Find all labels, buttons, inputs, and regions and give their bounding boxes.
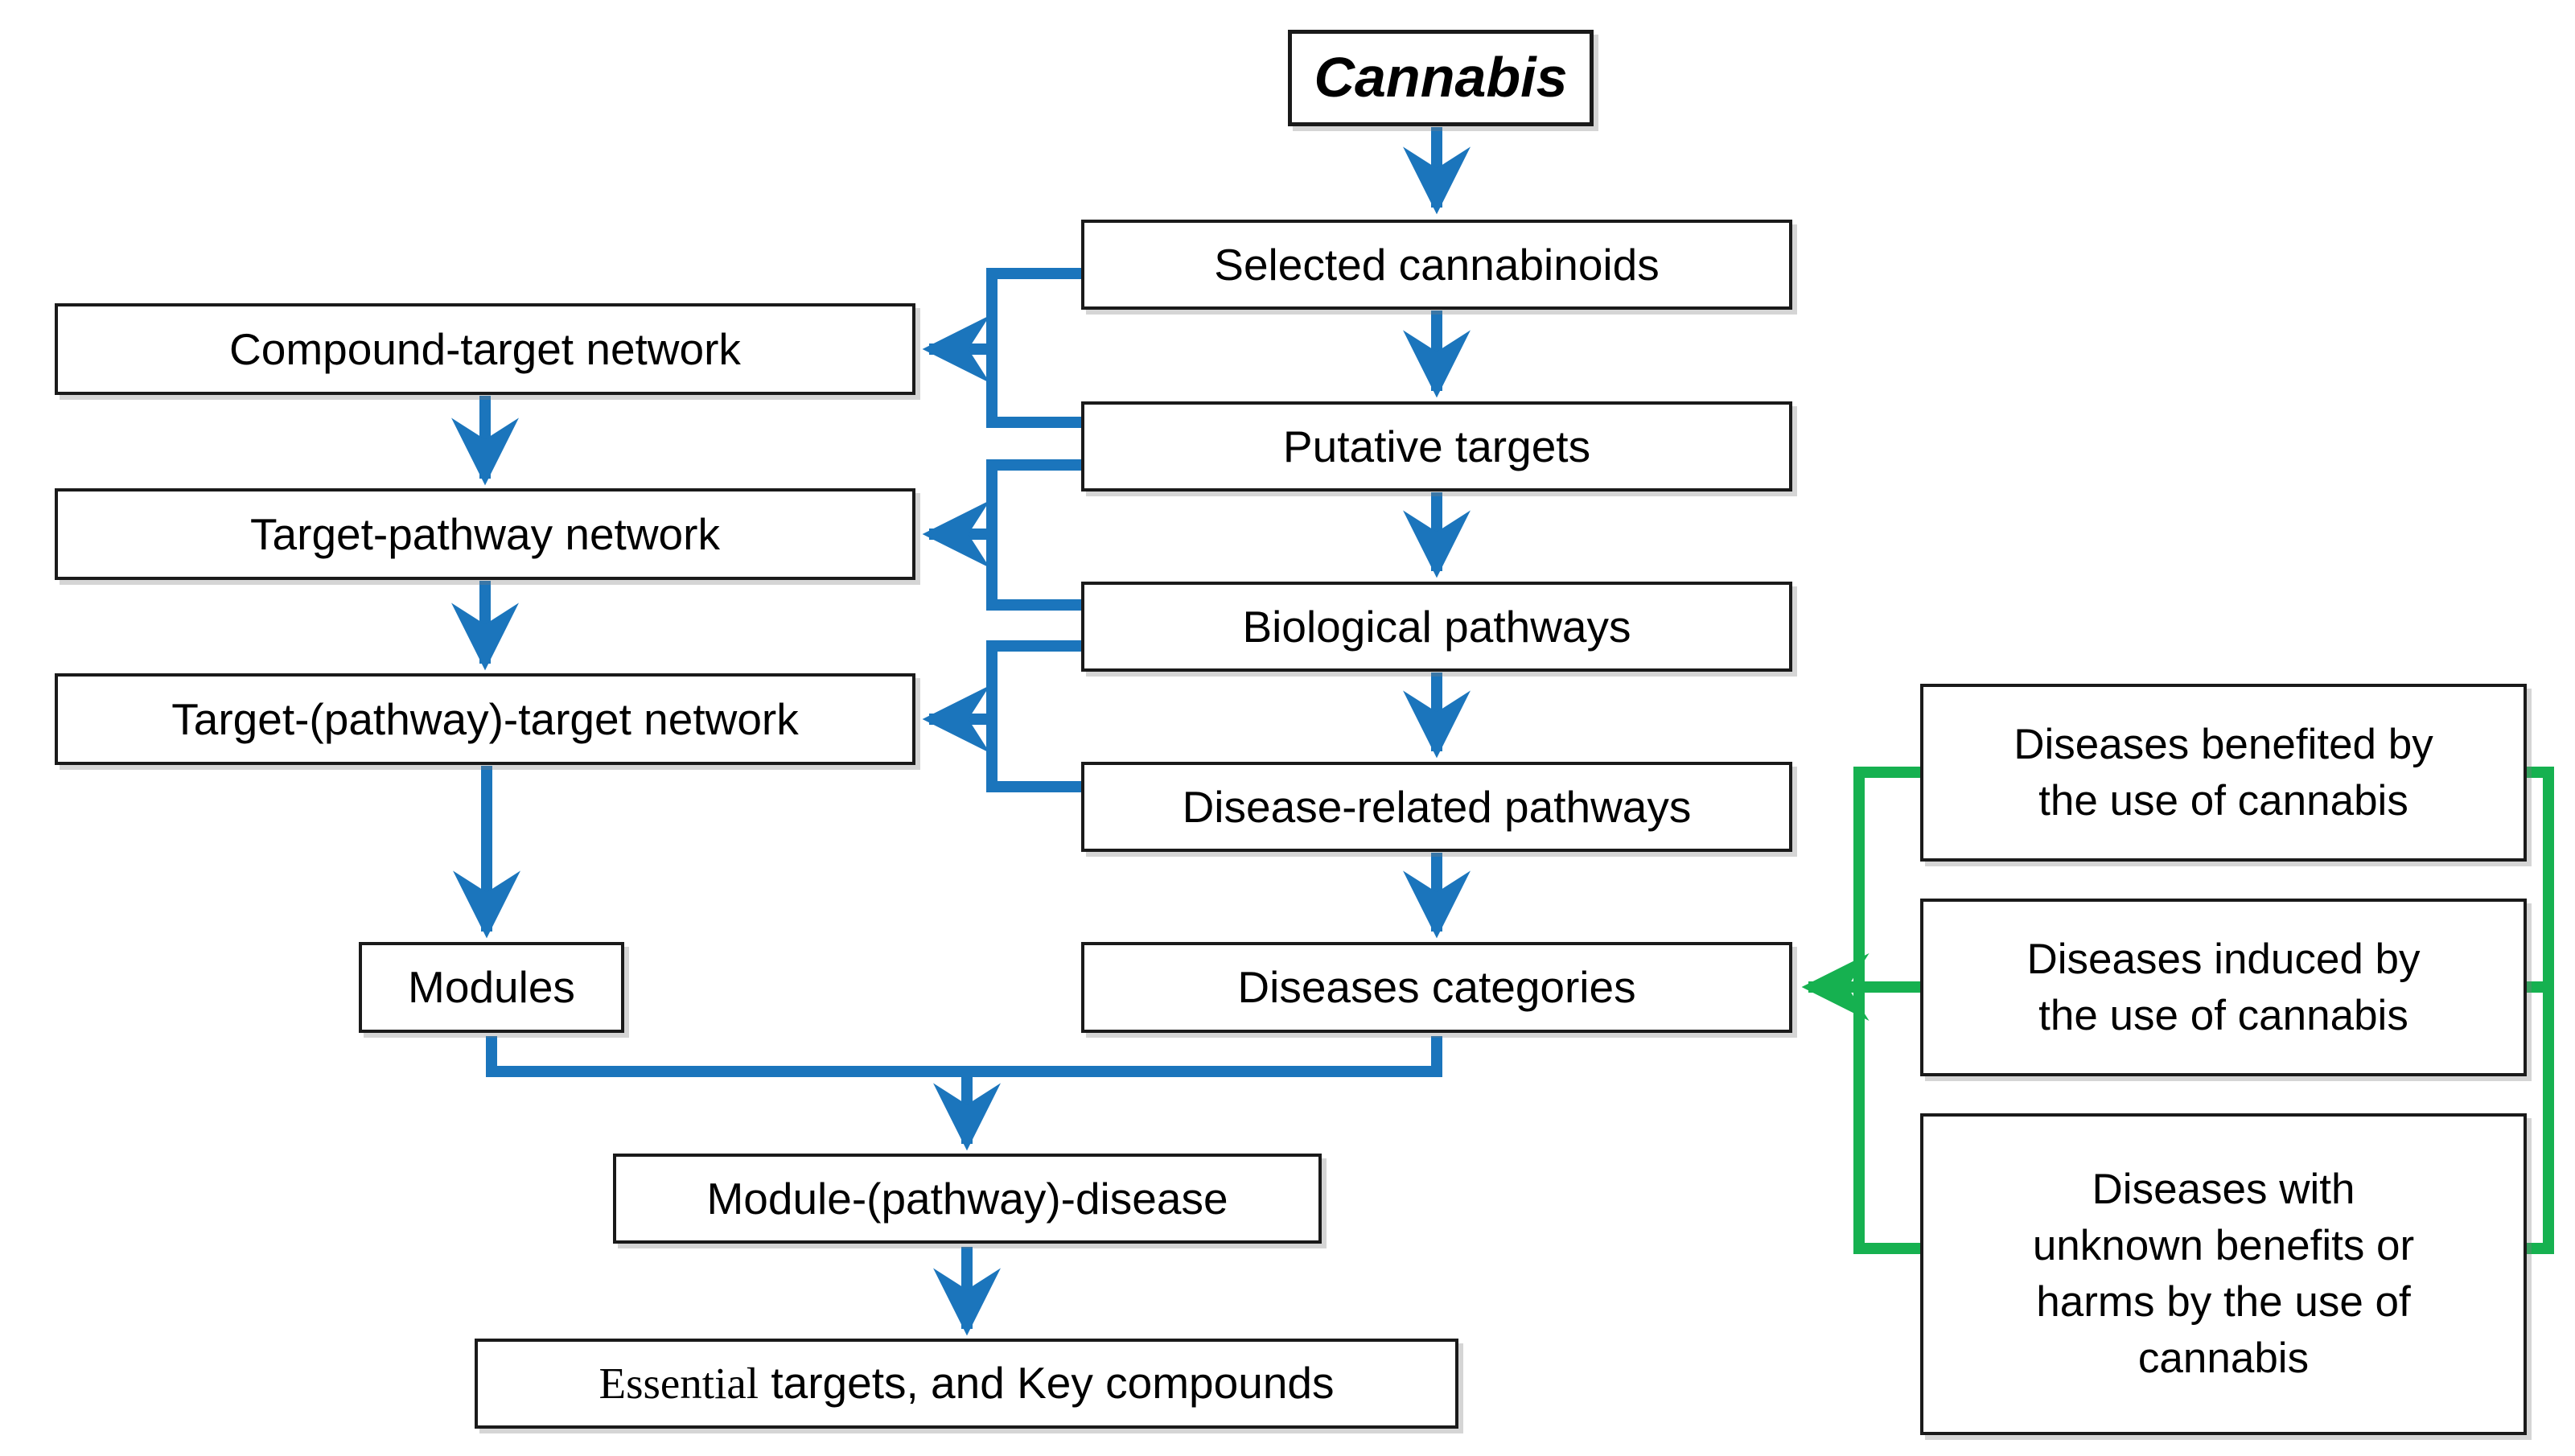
cannabis-box: Cannabis <box>1288 30 1594 126</box>
bracket-selected-putative <box>986 268 1081 428</box>
diseases-unknown-line4: cannabis <box>2137 1334 2310 1382</box>
diseases-benefited-box: Diseases benefited by the use of cannabi… <box>1920 684 2527 862</box>
bracket-putative-biological <box>986 459 1081 611</box>
putative-targets-label: Putative targets <box>1282 421 1591 471</box>
compound-target-network-box: Compound-target network <box>55 303 915 395</box>
target-pathway-network-box: Target-pathway network <box>55 488 915 580</box>
biological-pathways-label: Biological pathways <box>1242 601 1631 652</box>
diseases-unknown-line3: harms by the use of <box>2036 1278 2411 1326</box>
diseases-induced-line2: the use of cannabis <box>2038 991 2408 1039</box>
junction-modules-categories <box>486 1036 1442 1077</box>
diseases-categories-box: Diseases categories <box>1081 942 1792 1033</box>
target-pathway-target-network-box: Target-(pathway)-target network <box>55 673 915 765</box>
diseases-induced-box: Diseases induced by the use of cannabis <box>1920 899 2527 1076</box>
cannabis-label: Cannabis <box>1314 46 1568 109</box>
bracket-biological-disease <box>986 640 1081 792</box>
selected-cannabinoids-box: Selected cannabinoids <box>1081 220 1792 310</box>
diseases-induced-line1: Diseases induced by <box>2026 935 2421 983</box>
compound-target-network-label: Compound-target network <box>229 323 741 374</box>
module-pathway-disease-box: Module-(pathway)-disease <box>613 1154 1322 1244</box>
diseases-unknown-box: Diseases with unknown benefits or harms … <box>1920 1113 2527 1435</box>
diseases-unknown-line1: Diseases with <box>2092 1166 2355 1214</box>
disease-related-pathways-box: Disease-related pathways <box>1081 762 1792 852</box>
modules-label: Modules <box>408 962 575 1013</box>
target-pathway-target-network-label: Target-(pathway)-target network <box>171 693 799 744</box>
module-pathway-disease-label: Module-(pathway)-disease <box>706 1173 1228 1224</box>
diseases-categories-label: Diseases categories <box>1237 962 1636 1013</box>
essential-rest: targets, and Key compounds <box>759 1358 1335 1409</box>
essential-targets-box: Essential targets, and Key compounds <box>475 1339 1458 1429</box>
green-right-rail <box>2527 767 2554 1254</box>
diseases-benefited-line1: Diseases benefited by <box>2014 720 2433 768</box>
diseases-unknown-line2: unknown benefits or <box>2032 1222 2415 1270</box>
selected-cannabinoids-label: Selected cannabinoids <box>1214 239 1660 290</box>
target-pathway-network-label: Target-pathway network <box>250 508 720 559</box>
modules-box: Modules <box>359 942 624 1033</box>
biological-pathways-box: Biological pathways <box>1081 582 1792 672</box>
diseases-benefited-line2: the use of cannabis <box>2038 776 2408 825</box>
green-left-rail <box>1853 767 1920 1254</box>
putative-targets-box: Putative targets <box>1081 401 1792 492</box>
disease-related-pathways-label: Disease-related pathways <box>1182 781 1692 832</box>
essential-targets-label: Essential targets, and Key compounds <box>599 1355 1334 1412</box>
essential-word-serif: Essential <box>599 1359 759 1409</box>
